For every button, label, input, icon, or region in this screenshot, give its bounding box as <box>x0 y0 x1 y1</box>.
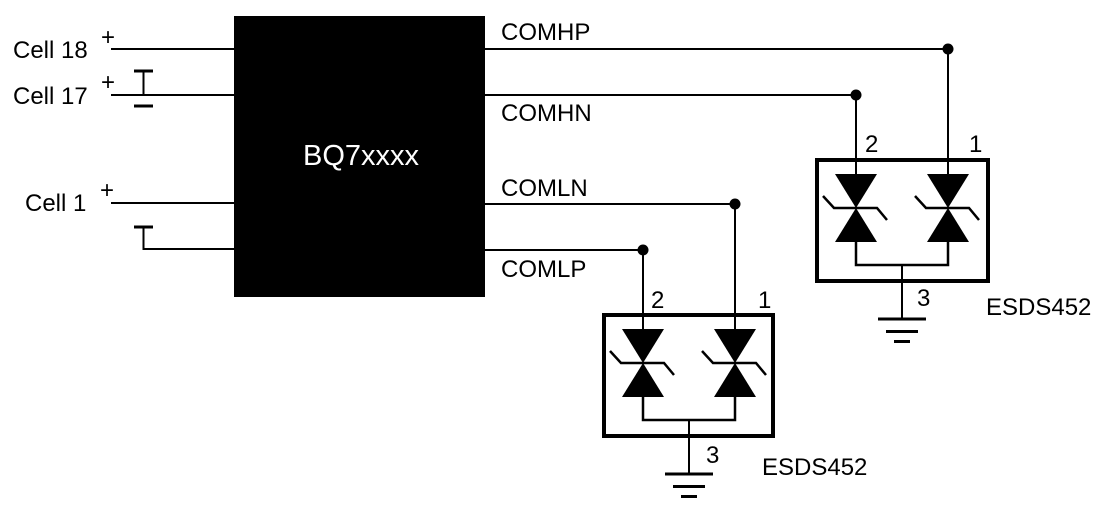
battery-symbol-cell17 <box>134 69 153 108</box>
net-comlp: COMLP <box>485 244 649 330</box>
esd-high-part-label: ESDS452 <box>986 294 1091 321</box>
net-comhp: COMHP <box>485 19 954 175</box>
net-comhn: COMHN <box>485 89 862 175</box>
cell-18-plus-sign: + <box>101 24 115 51</box>
cell-17-plus-sign: + <box>101 69 115 96</box>
esd-high-pin2-label: 2 <box>865 131 878 158</box>
net-comlp-label: COMLP <box>501 256 586 283</box>
ic-label: BQ7xxxx <box>303 140 420 172</box>
ground-icon <box>663 472 715 498</box>
cell-18-label: Cell 18 <box>13 37 88 64</box>
esd-low-part-label: ESDS452 <box>762 454 867 481</box>
esd-high-pin3-label: 3 <box>917 285 930 312</box>
battery-symbol-cell1 <box>134 225 234 250</box>
esd-low-pin2-label: 2 <box>651 287 664 314</box>
tvs-diode-icon <box>913 172 981 244</box>
esd-high-internal-bus <box>854 242 950 267</box>
cell-17-group: Cell 17 + <box>13 69 234 110</box>
net-comln-label: COMLN <box>501 175 588 202</box>
ground-icon <box>876 317 928 343</box>
cell-17-label: Cell 17 <box>13 83 88 110</box>
ic-block: BQ7xxxx <box>234 16 485 297</box>
esd-low-pin3-label: 3 <box>706 442 719 469</box>
net-comln: COMLN <box>485 175 741 330</box>
net-comhp-label: COMHP <box>501 19 590 46</box>
esd-low-pin1-label: 1 <box>758 287 771 314</box>
esd-high-pin1-label: 1 <box>969 131 982 158</box>
tvs-diode-icon <box>821 172 889 244</box>
esd-low-internal-bus <box>641 397 737 422</box>
cell-18-group: Cell 18 + <box>13 24 234 64</box>
cell-1-label: Cell 1 <box>25 190 86 217</box>
esd-device-low: 2 1 3 ESDS452 <box>602 287 867 498</box>
tvs-diode-icon <box>700 327 768 399</box>
cell-1-group: Cell 1 + <box>25 177 234 250</box>
ic-body <box>234 16 485 297</box>
cell-1-plus-sign: + <box>100 177 114 204</box>
net-comhn-label: COMHN <box>501 100 592 127</box>
esd-device-high: 2 1 3 ESDS452 <box>815 131 1091 343</box>
tvs-diode-icon <box>608 327 676 399</box>
